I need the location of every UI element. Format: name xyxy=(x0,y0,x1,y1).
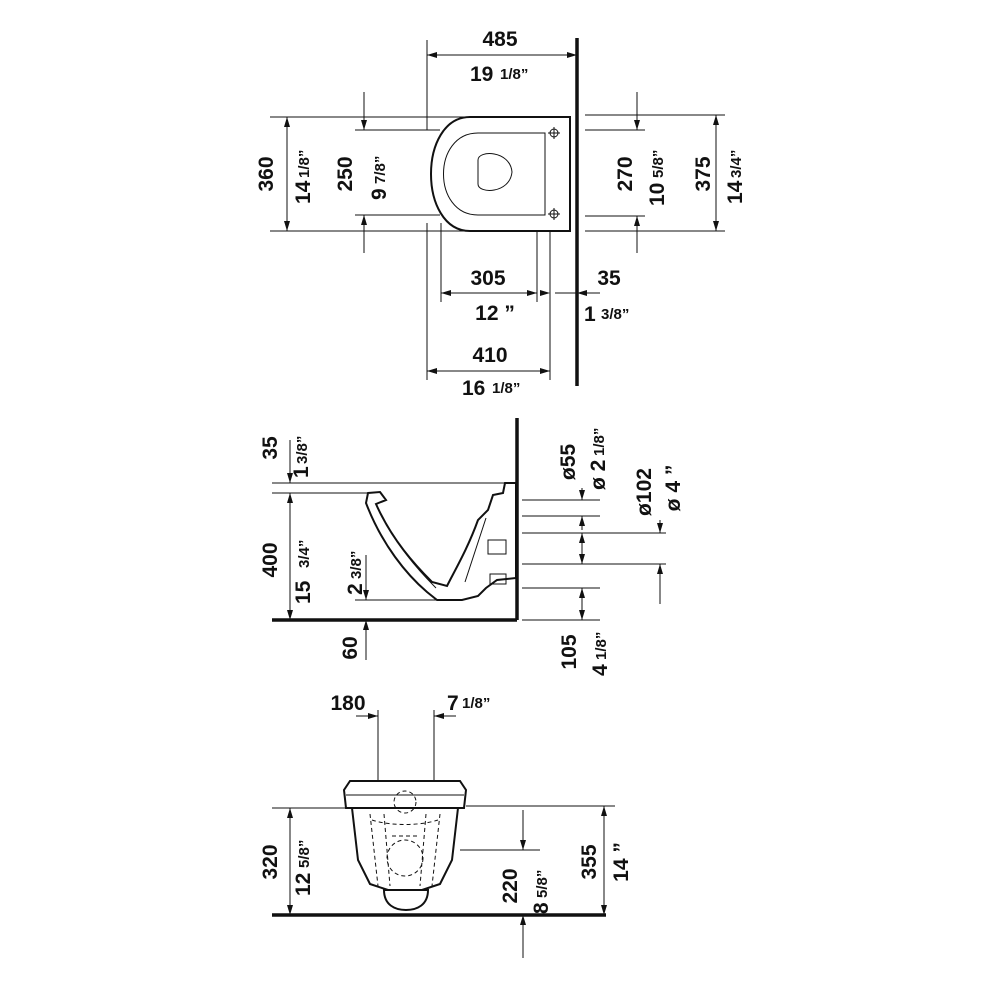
top-height-in-frac: 1/8” xyxy=(296,150,313,178)
side-seat-gap-in: 1 xyxy=(290,466,313,478)
front-mid-in: 8 xyxy=(530,902,553,914)
side-view: 35 1 3/8” 400 15 3/4” 2 3/8” 60 xyxy=(259,418,685,676)
side-height-in-frac: 3/4” xyxy=(296,540,313,568)
side-outlet-dia-mm: ø102 xyxy=(633,468,656,516)
side-outlet-h-in: 4 xyxy=(589,664,612,676)
front-mid-in-frac: 5/8” xyxy=(534,870,551,898)
front-bowl-h-in-frac: 5/8” xyxy=(296,840,313,868)
side-inlet-dia-in-frac: 1/8” xyxy=(591,428,608,456)
side-outlet-h-in-frac: 1/8” xyxy=(593,632,610,660)
top-view: 485 19 1/8” 360 14 1/8” 250 9 7/8” xyxy=(255,28,747,400)
top-depth-in-frac: 1/8” xyxy=(492,380,520,397)
front-bowl-h-mm: 320 xyxy=(259,844,282,879)
fixing-hole-icon xyxy=(548,127,560,139)
top-back-mm: 375 xyxy=(692,156,715,191)
side-inlet-dia-mm: ø55 xyxy=(557,444,580,481)
top-inner-mm: 305 xyxy=(470,267,505,290)
front-bowl-h-in: 12 xyxy=(292,873,315,896)
front-total-mm: 355 xyxy=(578,844,601,879)
bowl-drain xyxy=(477,153,513,191)
side-inlet-dia-in: ø 2 xyxy=(587,460,610,490)
top-fix-mm: 270 xyxy=(614,156,637,191)
front-view: 180 7 1/8” 320 12 5/8” 220 8 5/8” 355 14… xyxy=(259,692,633,958)
top-inner-in: 12 ” xyxy=(475,302,515,325)
top-width-in-frac: 1/8” xyxy=(500,66,528,83)
side-height-in: 15 xyxy=(292,580,315,604)
top-height-in: 14 xyxy=(292,180,315,204)
side-outlet-dia-in: ø 4 ” xyxy=(662,465,685,512)
top-width-in: 19 xyxy=(470,63,493,86)
side-seat-gap-mm: 35 xyxy=(259,436,282,460)
side-outlet-in-frac: 3/8” xyxy=(348,551,365,579)
front-bolt-in: 7 xyxy=(447,692,459,715)
top-back-in-frac: 3/4” xyxy=(728,150,745,178)
front-mid-mm: 220 xyxy=(499,868,522,903)
side-base-mm: 60 xyxy=(339,636,362,659)
top-wall-in: 1 xyxy=(584,303,596,326)
top-wall-in-frac: 3/8” xyxy=(601,306,629,323)
top-seat-in-frac: 7/8” xyxy=(372,156,389,184)
top-fix-in-frac: 5/8” xyxy=(650,150,667,178)
side-height-mm: 400 xyxy=(259,542,282,577)
bowl-side-profile xyxy=(364,482,517,601)
side-seat-gap-in-frac: 3/8” xyxy=(294,436,311,464)
side-outlet-in: 2 xyxy=(344,583,367,595)
side-outlet-h-mm: 105 xyxy=(558,634,581,669)
top-depth-mm: 410 xyxy=(472,344,507,367)
top-width-mm: 485 xyxy=(482,28,517,51)
top-height-mm: 360 xyxy=(255,156,278,191)
top-fix-in: 10 xyxy=(646,183,669,206)
fixing-hole-icon xyxy=(548,208,560,220)
front-bolt-in-frac: 1/8” xyxy=(462,695,490,712)
top-seat-in: 9 xyxy=(368,188,391,200)
top-back-in: 14 xyxy=(724,180,747,204)
bowl-front xyxy=(350,807,460,891)
top-depth-in: 16 xyxy=(462,377,485,400)
front-bolt-mm: 180 xyxy=(330,692,365,715)
bowl-inner-rim xyxy=(443,132,546,216)
top-seat-mm: 250 xyxy=(334,156,357,191)
trap-front xyxy=(382,889,430,912)
top-wall-mm: 35 xyxy=(597,267,621,290)
front-total-in: 14 ” xyxy=(610,842,633,882)
